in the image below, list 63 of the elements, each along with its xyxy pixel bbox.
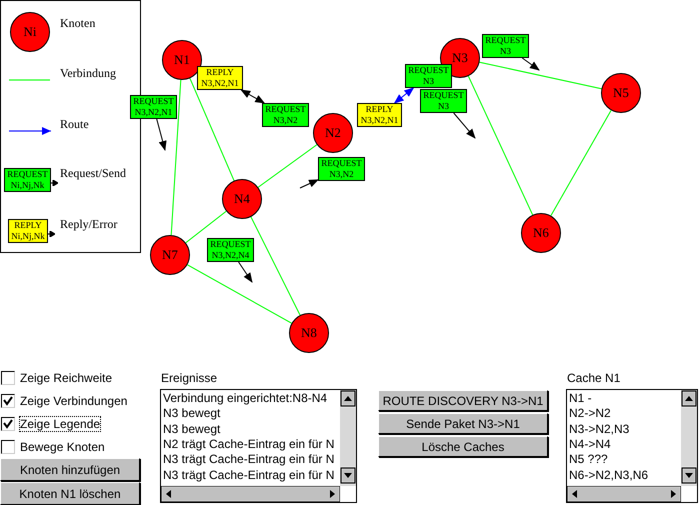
connection-line	[258, 144, 318, 188]
arrow	[156, 118, 167, 151]
action-button: Sende Paket N3->N1	[378, 413, 548, 434]
node-circle: N6	[521, 213, 561, 253]
connection-line	[170, 79, 182, 236]
packet-box: REPLY N3,N2,N1	[357, 103, 402, 127]
legend-label: Verbindung	[60, 66, 116, 81]
arrow	[522, 58, 540, 71]
checkbox-label: Zeige Reichweite	[20, 371, 112, 385]
node-circle: N7	[150, 235, 190, 275]
checkbox-label: Bewege Knoten	[20, 440, 105, 454]
checkbox-label: Zeige Legende	[20, 417, 100, 431]
packet-box: REQUEST N3,N2	[318, 157, 365, 181]
list-item: N3 trägt Cache-Eintrag ein für N	[163, 452, 334, 468]
list-item: N1 -	[569, 391, 592, 406]
node-circle: N2	[313, 113, 353, 153]
arrow	[238, 262, 253, 283]
list-item: N3 trägt Cache-Eintrag ein für N	[163, 468, 334, 482]
connection-line	[550, 110, 612, 216]
arrow	[240, 90, 266, 104]
arrow	[300, 179, 319, 188]
connection-line	[479, 62, 602, 90]
legend-label: Route	[60, 117, 89, 132]
action-button: Knoten N1 löschen	[0, 482, 140, 505]
node-circle: N8	[289, 313, 329, 353]
list-item: N3 bewegt	[163, 422, 220, 437]
list-title: Ereignisse	[161, 371, 218, 385]
node-circle: N1	[162, 40, 202, 80]
packet-box: REPLY Ni,Nj,Nk	[8, 219, 48, 243]
arrow	[394, 87, 414, 104]
legend-label: Reply/Error	[60, 217, 118, 232]
list-item: N3 bewegt	[163, 406, 220, 422]
packet-box: REQUEST N3	[482, 34, 529, 58]
connection-line	[189, 78, 235, 182]
packet-box: REQUEST N3	[405, 64, 452, 88]
connection-line	[185, 210, 227, 244]
node-circle: N4	[222, 179, 262, 219]
action-button: Knoten hinzufügen	[0, 458, 140, 481]
action-button: Lösche Caches	[378, 436, 548, 457]
list-item: Verbindung eingerichtet:N8-N4	[163, 391, 328, 406]
packet-box: REPLY N3,N2,N1	[197, 66, 243, 90]
list-item: N6->N2,N3,N6	[569, 468, 648, 482]
packet-box: REQUEST N3,N2,N1	[130, 95, 177, 119]
list-item: N3->N2,N3	[569, 422, 630, 437]
packet-box: REQUEST N3,N2	[262, 103, 309, 127]
checkbox-label: Zeige Verbindungen	[20, 394, 128, 408]
legend-label: Request/Send	[60, 166, 126, 181]
node-circle: Ni	[10, 12, 50, 52]
list-item: N5 ???	[569, 452, 608, 468]
packet-box: REQUEST N3	[420, 89, 467, 113]
list-item: N4->N4	[569, 436, 611, 452]
list-item: N2 trägt Cache-Eintrag ein für N	[163, 436, 334, 452]
connection-line	[468, 76, 534, 216]
node-circle: N5	[601, 73, 641, 113]
connection-line	[250, 216, 301, 316]
action-button: ROUTE DISCOVERY N3->N1	[378, 390, 548, 411]
list-title: Cache N1	[567, 371, 620, 385]
packet-box: REQUEST N3,N2,N4	[207, 238, 254, 262]
list-item: N2->N2	[569, 406, 611, 422]
legend-label: Knoten	[60, 16, 96, 31]
arrow	[453, 112, 476, 139]
connection-line	[186, 264, 292, 324]
packet-box: REQUEST Ni,Nj,Nk	[4, 168, 51, 192]
